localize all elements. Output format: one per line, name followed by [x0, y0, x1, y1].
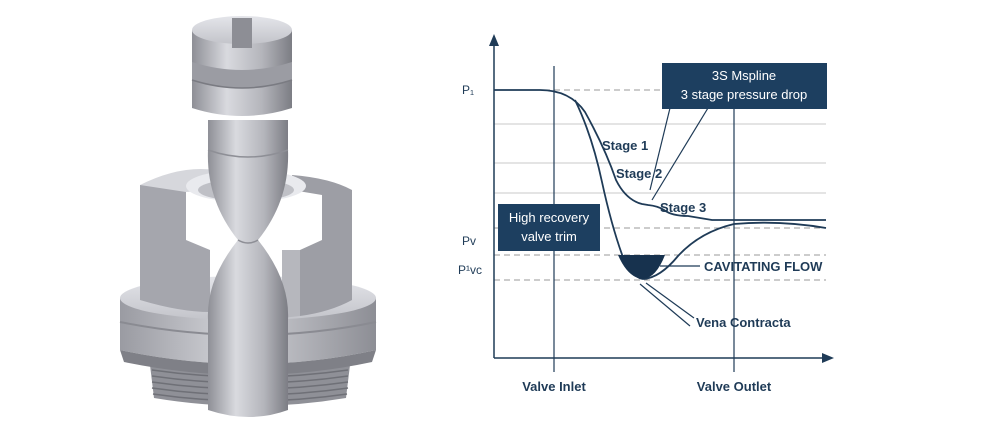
dashed-levels [494, 89, 826, 281]
level-label-pvc: P¹vc [458, 263, 482, 277]
box-high-recovery-line2: valve trim [521, 229, 577, 244]
callout-vena-contracta: Vena Contracta [696, 315, 791, 330]
box-high-recovery: High recovery valve trim [498, 204, 600, 251]
staged-pressure-curve [494, 89, 826, 221]
stage-label-1: Stage 1 [602, 138, 648, 153]
valve-trim-illustration [119, 16, 377, 417]
box-3s-line1: 3S Mspline [712, 68, 776, 83]
box-3s-pointers [649, 107, 709, 201]
stage-label-2: Stage 2 [616, 166, 662, 181]
y-axis-arrow [489, 34, 499, 46]
high-recovery-curve [574, 99, 827, 280]
axis-label-valve-inlet: Valve Inlet [522, 379, 586, 394]
box-high-recovery-line1: High recovery [509, 210, 590, 225]
stage-label-3: Stage 3 [660, 200, 706, 215]
cavitation-region [618, 255, 665, 279]
level-label-p1: P₁ [462, 83, 474, 97]
axis-label-valve-outlet: Valve Outlet [697, 379, 772, 394]
pressure-diagram: P₁ Pv P¹vc Stage 1 Stage 2 Stage 3 3S Ms… [458, 34, 834, 394]
box-3s-line2: 3 stage pressure drop [681, 87, 807, 102]
grid-lines [494, 123, 826, 194]
x-axis-arrow [822, 353, 834, 363]
callout-cavitating-flow: CAVITATING FLOW [704, 259, 823, 274]
box-3s-mspline: 3S Mspline 3 stage pressure drop [662, 63, 827, 109]
callout-pointers [639, 265, 700, 327]
stem-head [191, 16, 293, 116]
level-label-pv: Pv [462, 234, 476, 248]
valve-plug [207, 120, 289, 417]
